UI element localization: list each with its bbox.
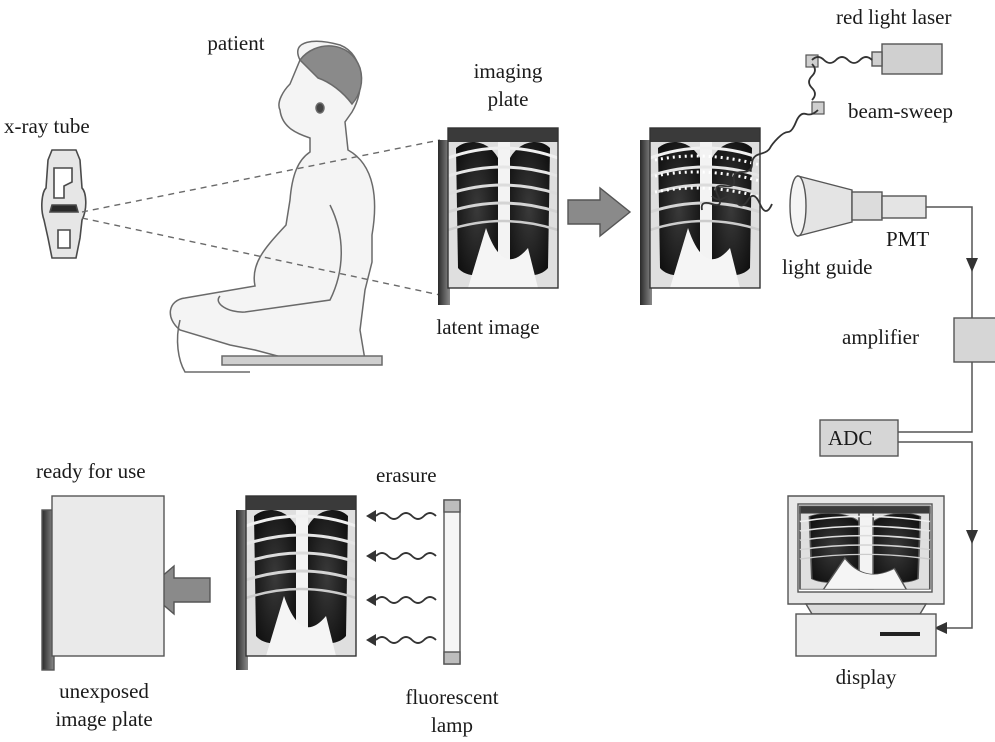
stool bbox=[222, 356, 382, 365]
label-amplifier: amplifier bbox=[842, 324, 919, 350]
light-guide-icon bbox=[790, 176, 882, 236]
label-xray-tube: x-ray tube bbox=[4, 113, 90, 139]
erasure-light-arrows bbox=[376, 513, 436, 643]
xray-tube-icon bbox=[42, 150, 86, 258]
display-monitor-icon bbox=[788, 496, 944, 656]
imaging-plate-exposed bbox=[438, 128, 558, 305]
label-unexposed-line2: image plate bbox=[55, 706, 152, 732]
imaging-plate-scanning bbox=[640, 128, 760, 305]
label-ready-for-use: ready for use bbox=[36, 458, 146, 484]
red-light-laser-icon bbox=[872, 44, 942, 74]
label-latent-image: latent image bbox=[436, 314, 539, 340]
label-fluorescent-line2: lamp bbox=[431, 712, 473, 738]
label-unexposed-line1: unexposed bbox=[59, 678, 149, 704]
erasure-arrowheads bbox=[366, 510, 376, 646]
label-imaging-plate-line1: imaging bbox=[474, 58, 543, 84]
label-erasure: erasure bbox=[376, 462, 437, 488]
label-light-guide: light guide bbox=[782, 254, 872, 280]
amplifier-box bbox=[954, 318, 995, 362]
imaging-plate-erased bbox=[236, 496, 356, 670]
label-adc: ADC bbox=[828, 425, 872, 451]
label-display: display bbox=[836, 664, 897, 690]
label-patient: patient bbox=[207, 30, 264, 56]
pmt-icon bbox=[882, 196, 926, 218]
fluorescent-lamp-icon bbox=[444, 500, 460, 664]
label-imaging-plate-line2: plate bbox=[488, 86, 529, 112]
unexposed-image-plate bbox=[42, 496, 164, 670]
label-fluorescent-line1: fluorescent bbox=[405, 684, 498, 710]
label-red-light-laser: red light laser bbox=[836, 4, 951, 30]
label-beam-sweep: beam-sweep bbox=[848, 98, 953, 124]
label-pmt: PMT bbox=[886, 226, 929, 252]
process-arrow-right bbox=[568, 188, 630, 236]
patient-figure bbox=[170, 41, 374, 372]
